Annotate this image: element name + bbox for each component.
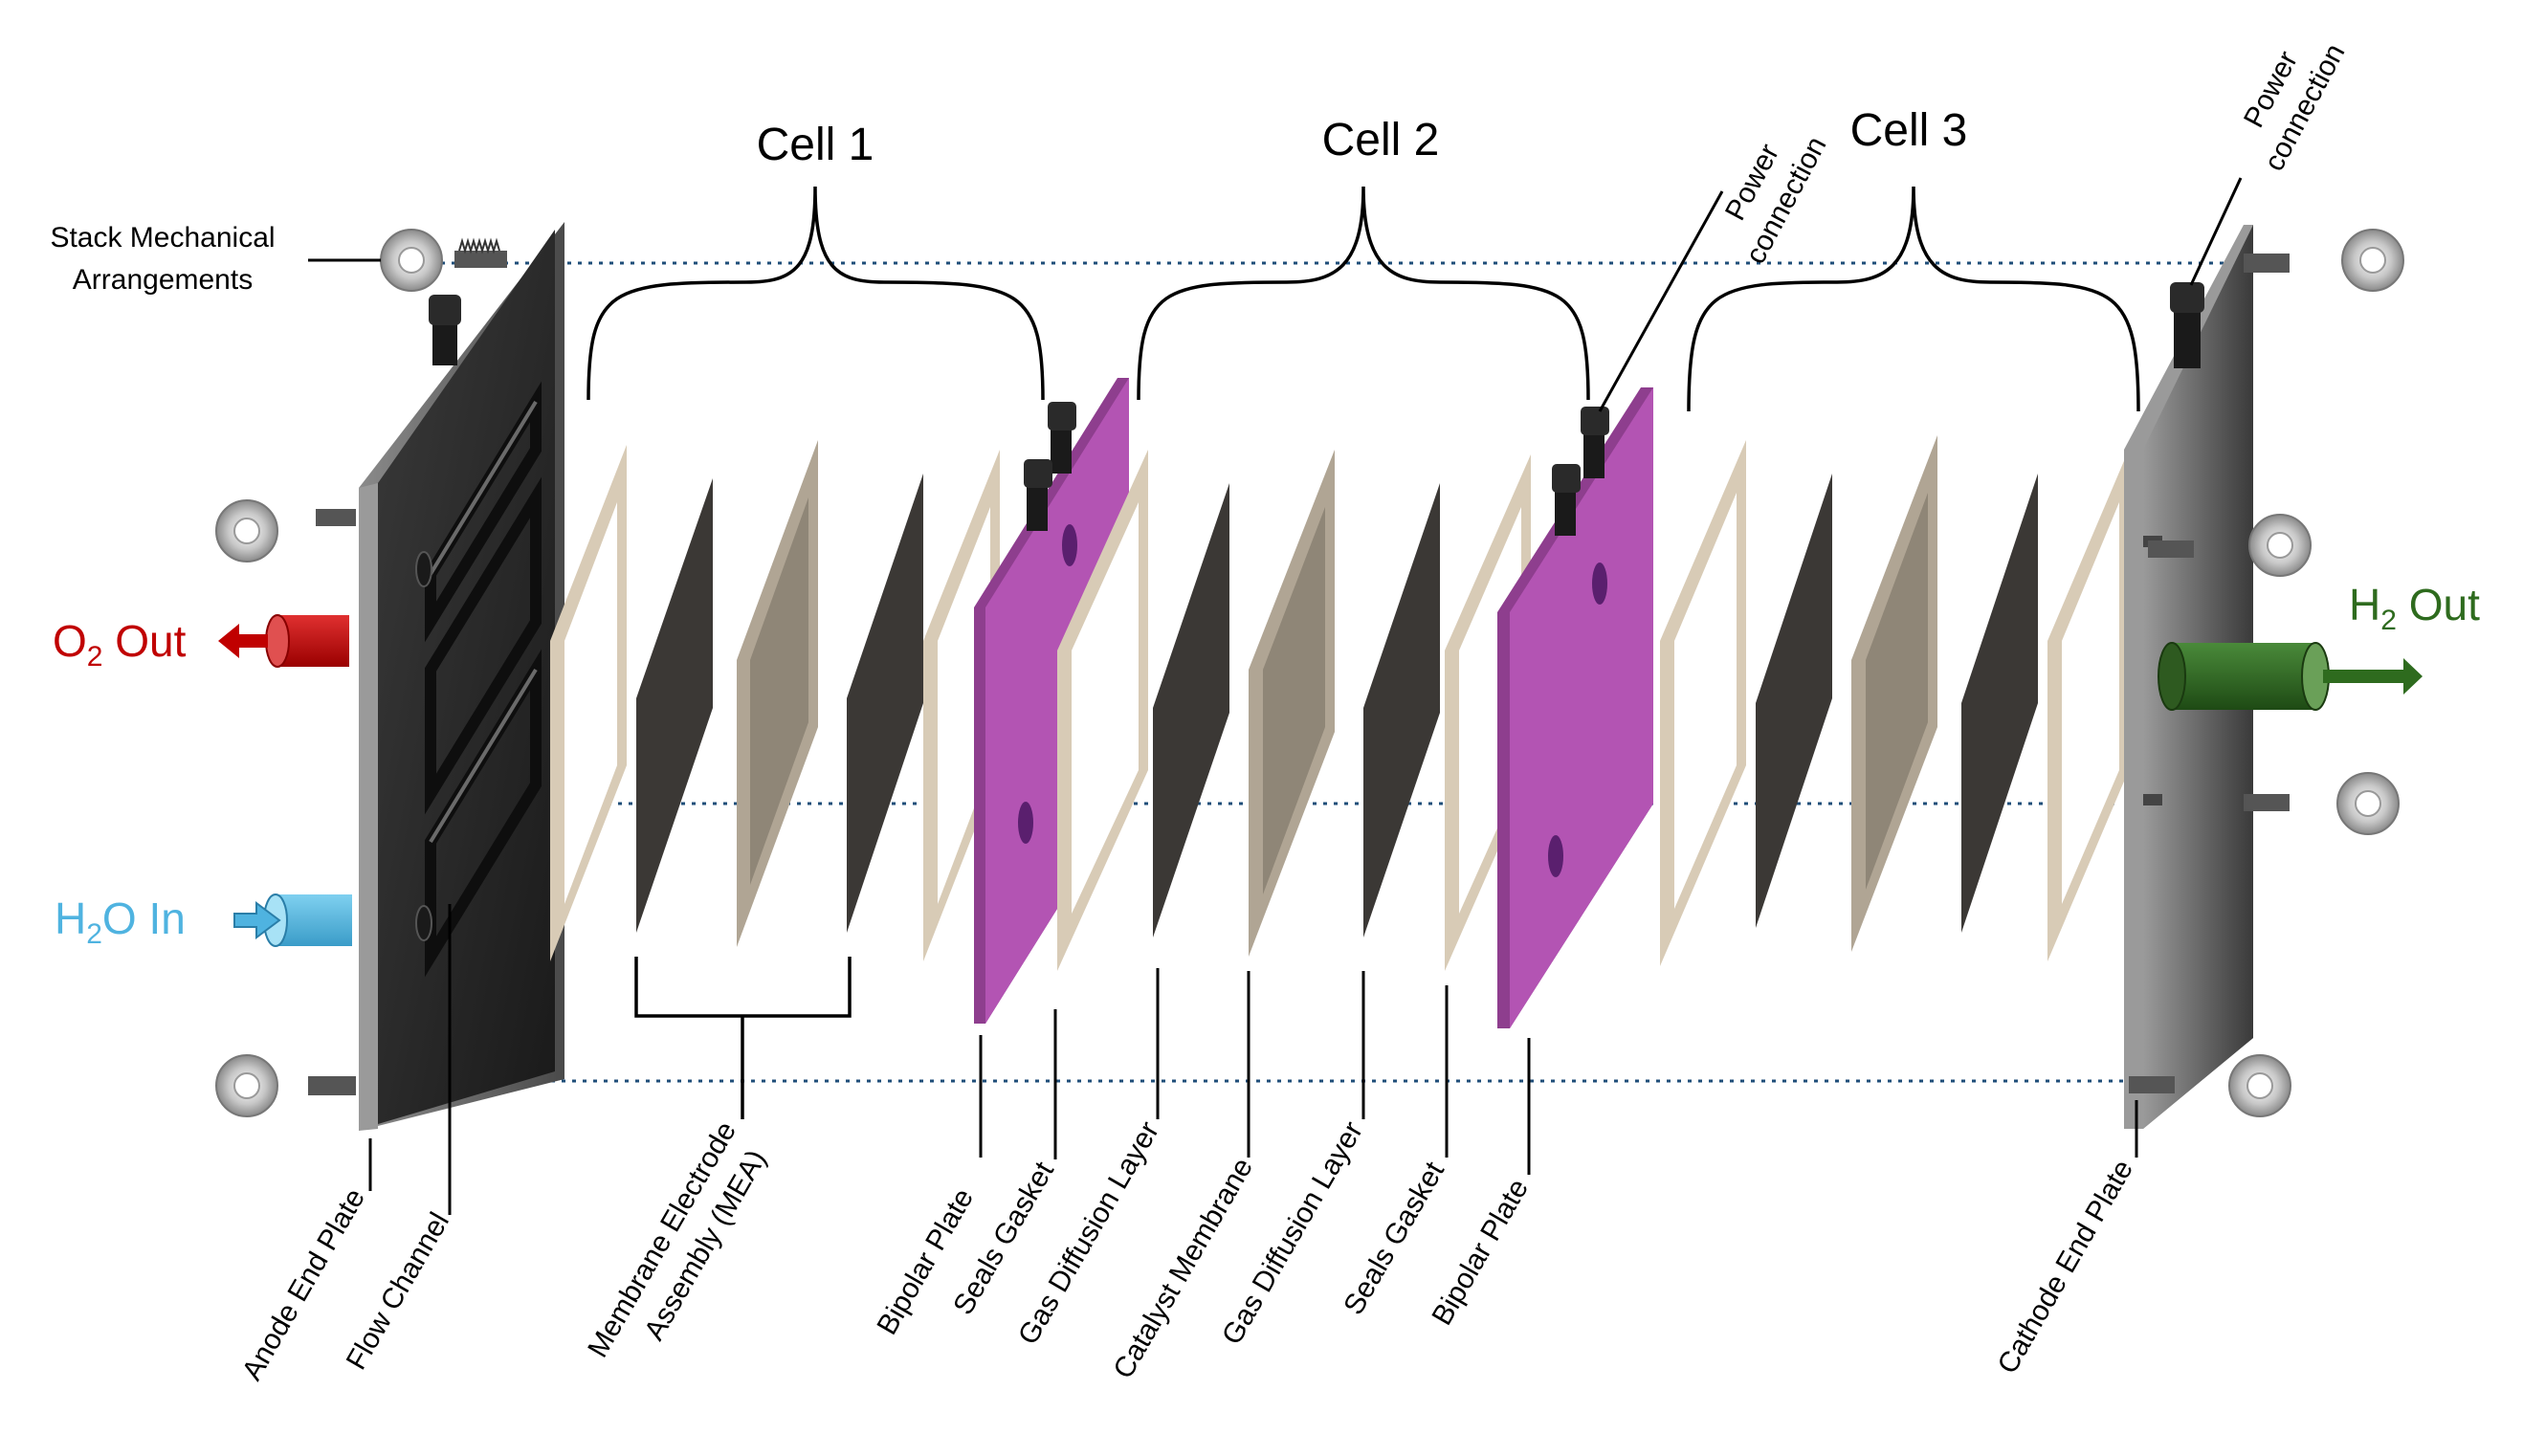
- label-bipolar-plate-1: Bipolar Plate: [871, 1183, 980, 1340]
- label-flow-channel: Flow Channel: [341, 1207, 455, 1375]
- left-mechanical-hardware: [215, 229, 507, 1117]
- nut-icon: [2248, 514, 2312, 577]
- catalyst-membrane-layer: [737, 440, 818, 947]
- arrow-left-icon: [218, 624, 268, 658]
- label-bipolar-plate-2: Bipolar Plate: [1426, 1174, 1535, 1331]
- cell-3-title: Cell 3: [1850, 105, 1968, 156]
- bolt-thread-icon: [454, 237, 507, 268]
- nut-icon: [215, 499, 278, 563]
- stack-mechanical-line2: Arrangements: [73, 264, 253, 296]
- seals-gasket-layer: [550, 445, 627, 961]
- stud-icon: [316, 509, 356, 526]
- cell-3-layers: [1660, 435, 2129, 966]
- mea-bracket: [634, 957, 852, 1119]
- gas-diffusion-layer: [636, 478, 713, 933]
- cell-1-layers: [550, 440, 1000, 961]
- bolt-icon: [1048, 402, 1076, 474]
- bottom-leader-lines: [368, 904, 2138, 1215]
- cell-braces: [586, 186, 2140, 412]
- nut-icon: [2341, 229, 2404, 292]
- right-mechanical-hardware: [2129, 229, 2404, 1117]
- bolt-icon: [1024, 459, 1052, 531]
- bolt-icon: [1552, 464, 1581, 536]
- o2-out-label: O2 Out: [53, 616, 187, 673]
- seals-gasket-layer: [1057, 450, 1148, 971]
- label-seals-gasket-2: Seals Gasket: [1338, 1156, 1450, 1320]
- stud-icon: [2244, 794, 2290, 811]
- stack-mechanical-label: Stack Mechanical Arrangements: [50, 222, 381, 296]
- h2o-in-port: [233, 893, 352, 947]
- h2-out-port: [2158, 642, 2423, 711]
- stud-icon: [2148, 540, 2194, 558]
- tie-rod-lines: [383, 261, 2287, 1083]
- power-connection-label-2: Power connection: [2189, 39, 2352, 286]
- cell-2-brace: [1137, 186, 1590, 401]
- cell-1-title: Cell 1: [757, 120, 874, 170]
- stud-icon: [308, 1076, 356, 1095]
- seals-gasket-layer: [2047, 450, 2129, 961]
- gas-diffusion-layer: [1153, 483, 1229, 938]
- arrow-right-icon: [233, 901, 281, 939]
- gas-diffusion-layer: [847, 474, 923, 933]
- part-labels: Anode End Plate Flow Channel Membrane El…: [236, 1116, 2139, 1386]
- h2o-in-label: H2O In: [55, 893, 186, 950]
- cell-2-title: Cell 2: [1322, 115, 1440, 165]
- stud-icon: [2129, 1076, 2175, 1093]
- cathode-top-connector: [2170, 282, 2204, 368]
- bolt-icon: [1581, 407, 1609, 478]
- arrow-right-icon: [2323, 658, 2423, 695]
- cell-2-layers: [1057, 450, 1531, 971]
- gas-diffusion-layer: [1961, 474, 2038, 933]
- catalyst-membrane-layer: [1249, 450, 1335, 957]
- label-cathode-end-plate: Cathode End Plate: [1992, 1155, 2140, 1379]
- stack-mechanical-line1: Stack Mechanical: [50, 222, 275, 254]
- cell-3-brace: [1687, 186, 2140, 412]
- nut-icon: [2336, 772, 2400, 835]
- seals-gasket-layer: [1660, 440, 1746, 966]
- nut-icon: [380, 229, 443, 292]
- o2-out-port: [218, 614, 349, 668]
- nut-icon: [2228, 1054, 2291, 1117]
- gas-diffusion-layer: [1363, 483, 1440, 938]
- anode-end-plate: [359, 222, 564, 1131]
- catalyst-membrane-layer: [1851, 435, 1937, 952]
- bipolar-plate-2: [1497, 387, 1653, 1028]
- gas-diffusion-layer: [1756, 474, 1832, 928]
- cell-1-brace: [586, 186, 1045, 401]
- stud-icon: [2244, 254, 2290, 273]
- nut-icon: [215, 1054, 278, 1117]
- label-gas-diffusion-layer-2: Gas Diffusion Layer: [1216, 1116, 1369, 1350]
- anode-top-connector: [429, 295, 461, 365]
- h2-out-label: H2 Out: [2349, 580, 2480, 636]
